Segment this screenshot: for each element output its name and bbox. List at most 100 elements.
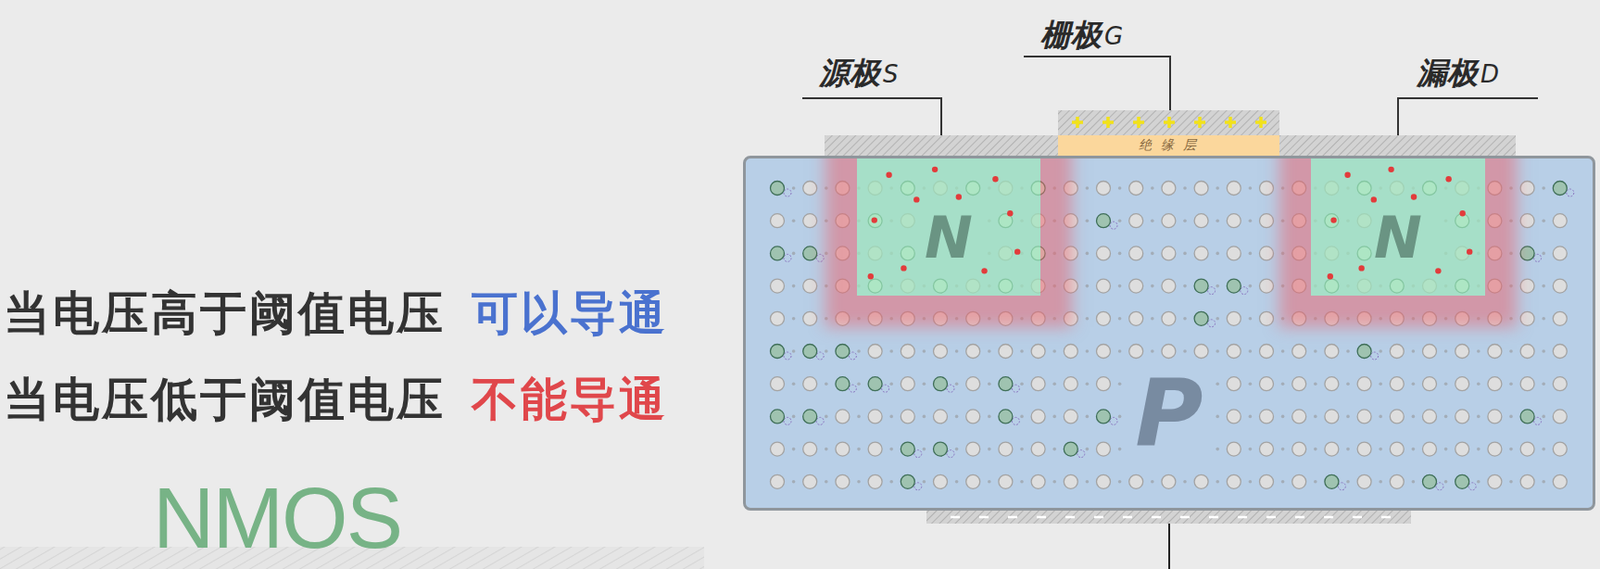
condition-text: 当电压高于阈值电压 <box>3 287 446 341</box>
lattice-atom <box>998 474 1013 489</box>
lattice-dot <box>1313 415 1318 419</box>
lattice-dot <box>1509 447 1513 452</box>
lattice-atom <box>1194 344 1209 359</box>
lattice-dot <box>1085 186 1090 190</box>
condition-text: 当电压低于阈值电压 <box>3 373 446 428</box>
lattice-dot <box>1215 349 1220 353</box>
lattice-atom <box>1161 311 1176 326</box>
hole-marker <box>1109 221 1118 229</box>
lattice-atom <box>1259 474 1274 489</box>
lattice-atom <box>933 441 948 456</box>
lattice-atom <box>868 311 882 326</box>
lattice-dot <box>1541 349 1546 353</box>
lattice-atom <box>1324 474 1339 489</box>
lattice-atom <box>1063 474 1078 489</box>
lattice-atom <box>1161 246 1176 261</box>
lattice-atom <box>770 311 785 326</box>
lattice-atom <box>1552 181 1567 196</box>
lattice-dot <box>792 349 796 353</box>
lattice-atom <box>803 377 818 391</box>
lattice-atom <box>933 377 948 391</box>
result-text: 可以导通 <box>471 287 668 341</box>
lattice-atom <box>1096 311 1111 326</box>
hole-marker <box>783 416 792 425</box>
lattice-dot <box>1248 479 1253 484</box>
lattice-dot <box>1248 316 1253 321</box>
lattice-dot <box>1313 447 1318 452</box>
lattice-atom <box>900 474 915 489</box>
hole-marker <box>1109 416 1118 425</box>
lattice-dot <box>1118 316 1122 321</box>
lattice-atom <box>770 474 785 489</box>
lattice-dot <box>1509 251 1513 256</box>
n-drain-region: N <box>1310 158 1486 296</box>
lattice-dot <box>1378 447 1383 452</box>
lattice-dot <box>1150 251 1155 256</box>
lattice-dot <box>1215 218 1220 223</box>
lattice-atom <box>1194 278 1209 293</box>
electron <box>932 166 938 173</box>
lattice-atom <box>1423 441 1437 456</box>
lattice-dot <box>824 251 829 256</box>
lattice-dot <box>1020 381 1024 386</box>
lattice-dot <box>1541 251 1546 256</box>
hole-marker <box>914 482 922 491</box>
electron <box>1445 176 1451 182</box>
lattice-atom <box>1324 441 1339 456</box>
lattice-dot <box>889 479 894 484</box>
lattice-atom <box>1357 441 1372 456</box>
lattice-atom <box>1129 181 1144 196</box>
lattice-atom <box>1520 311 1535 326</box>
lattice-dot <box>1346 415 1350 419</box>
lattice-dot <box>1281 186 1286 190</box>
region-label: P <box>1134 362 1203 465</box>
lattice-dot <box>1085 349 1090 353</box>
lattice-atom <box>1487 278 1502 293</box>
lattice-atom <box>1552 214 1567 228</box>
lattice-atom <box>1423 409 1437 424</box>
lattice-atom <box>1259 181 1274 196</box>
lattice-atom <box>900 377 915 391</box>
electron <box>1411 193 1417 200</box>
lattice-dot <box>792 186 796 190</box>
hole-marker <box>1534 253 1542 262</box>
lattice-dot <box>1346 381 1350 386</box>
lattice-dot <box>1183 218 1187 223</box>
lattice-dot <box>1085 218 1090 223</box>
lattice-atom <box>1129 474 1144 489</box>
lattice-atom <box>1194 246 1209 261</box>
hole-marker <box>914 450 922 458</box>
lattice-atom <box>1455 409 1470 424</box>
lattice-dot <box>1378 349 1383 353</box>
lattice-atom <box>1063 278 1078 293</box>
lattice-dot <box>1444 447 1449 452</box>
insulator-layer: 绝 缘 层 <box>1058 135 1280 156</box>
lattice-dot <box>1509 284 1513 289</box>
lattice-atom <box>1259 441 1274 456</box>
lattice-dot <box>1183 316 1187 321</box>
gate-leader <box>1023 56 1171 111</box>
lattice-dot <box>1150 186 1155 190</box>
lattice-atom <box>1357 311 1372 326</box>
electron <box>1466 248 1473 254</box>
lattice-dot <box>1052 479 1057 484</box>
lattice-atom <box>770 246 785 261</box>
hole-marker <box>1468 482 1476 491</box>
hole-marker <box>1077 450 1085 458</box>
lattice-dot <box>856 316 861 321</box>
electron <box>1459 210 1465 216</box>
lattice-atom <box>1226 441 1241 456</box>
lattice-dot <box>1313 479 1318 484</box>
lattice-atom <box>1226 246 1241 261</box>
lattice-atom <box>900 344 915 359</box>
lattice-atom <box>803 246 818 261</box>
lattice-dot <box>1020 415 1024 419</box>
hole-marker <box>946 450 955 458</box>
lattice-dot <box>1281 284 1286 289</box>
lattice-dot <box>955 479 959 484</box>
lattice-atom <box>1129 278 1144 293</box>
lattice-dot <box>1378 415 1383 419</box>
lattice-atom <box>803 278 818 293</box>
terminal-letter: D <box>1480 61 1500 89</box>
lattice-atom <box>1063 181 1078 196</box>
